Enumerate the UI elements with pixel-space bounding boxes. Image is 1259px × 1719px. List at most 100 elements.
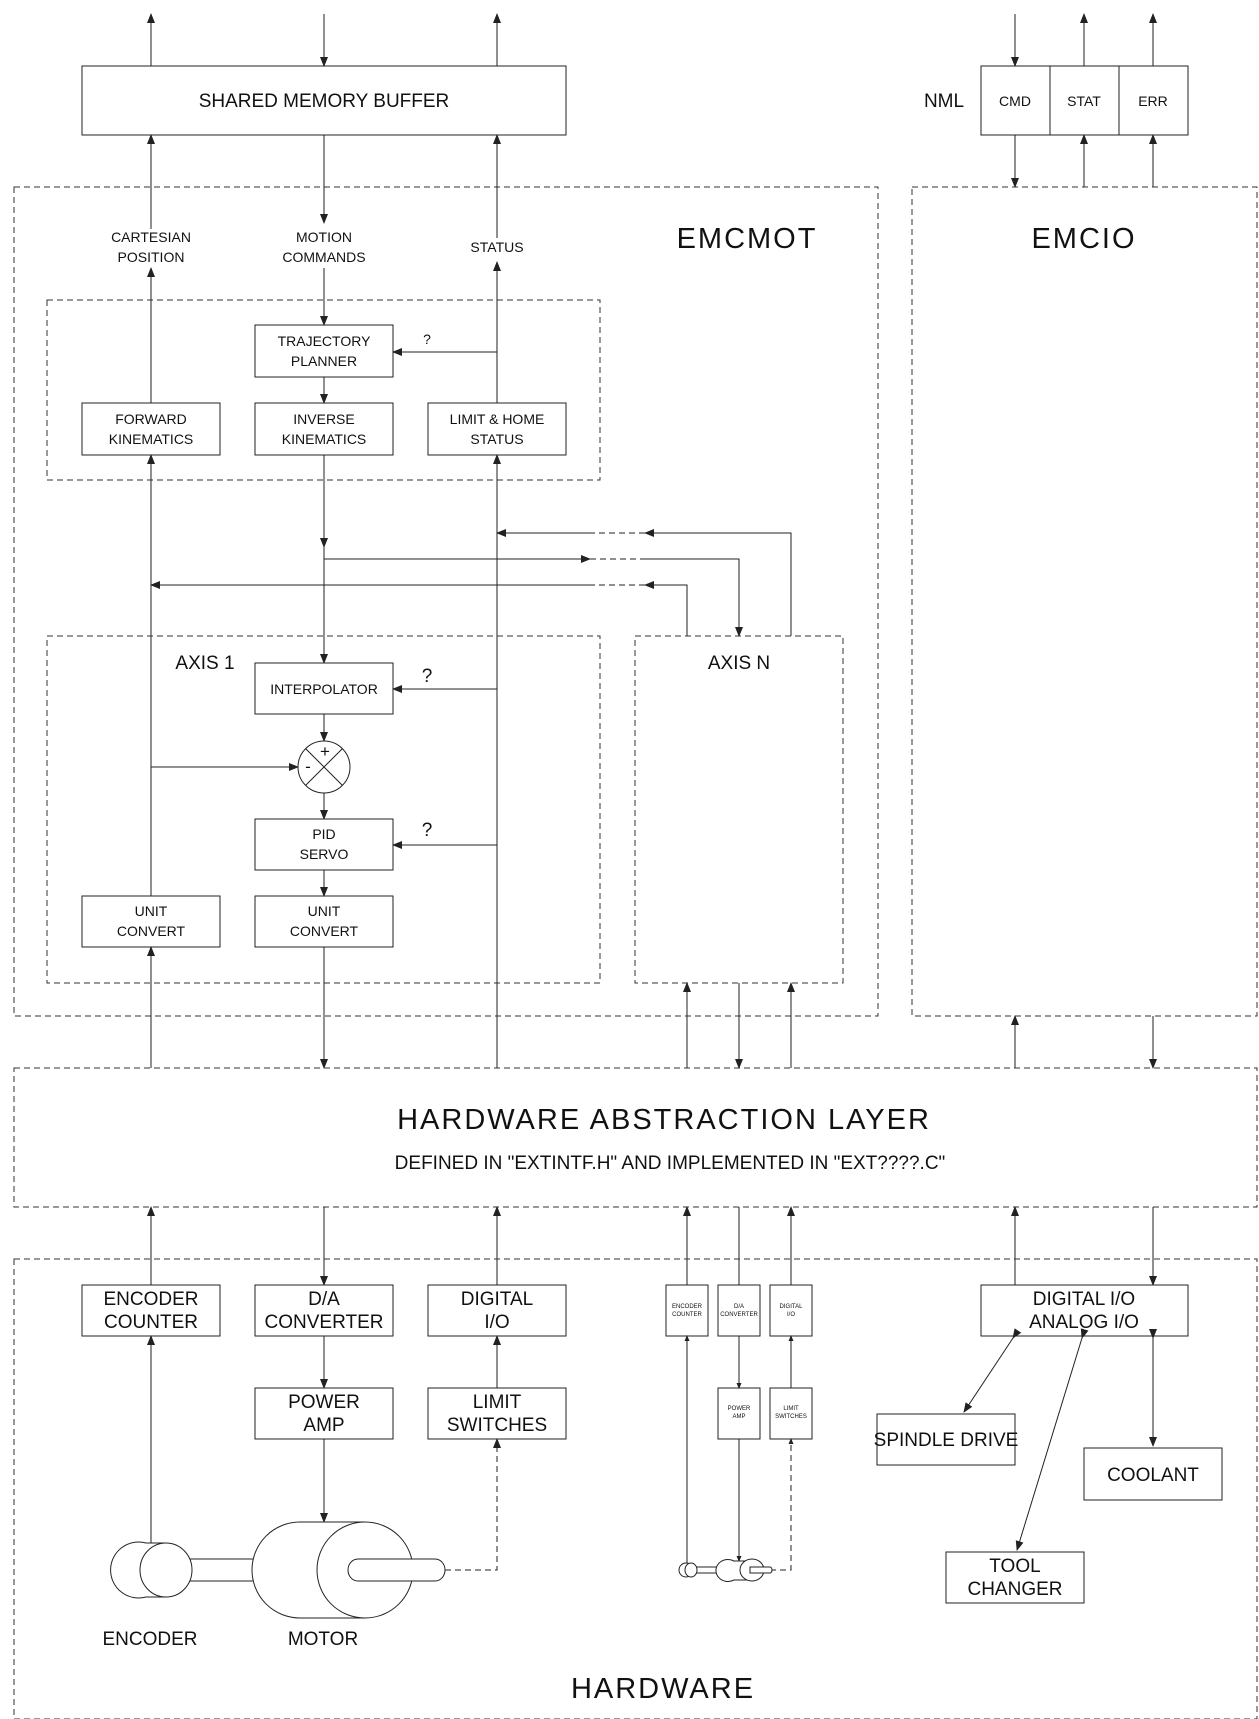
trajectory-planner-label-2: PLANNER xyxy=(291,353,357,369)
summing-junction: + - xyxy=(297,740,351,794)
trajectory-question: ? xyxy=(423,331,431,347)
tool-changer-label-1: TOOL xyxy=(989,1556,1040,1577)
small-amp-label-1: POWER xyxy=(728,1406,751,1412)
encoder-counter-box: ENCODER COUNTER xyxy=(81,1284,221,1337)
power-amp-box: POWER AMP xyxy=(254,1387,394,1440)
forward-kinematics-label-1: FORWARD xyxy=(115,411,187,427)
cartesian-label-1: CARTESIAN xyxy=(111,229,191,245)
emcmot-region xyxy=(13,186,879,1017)
power-amp-label-1: POWER xyxy=(288,1392,360,1413)
small-encoder-motor-drawing xyxy=(678,1558,773,1582)
pid-question: ? xyxy=(422,820,433,841)
inverse-kinematics-box: INVERSE KINEMATICS xyxy=(254,402,394,456)
pid-label-2: SERVO xyxy=(300,846,349,862)
encoder-counter-label-1: ENCODER xyxy=(103,1289,198,1310)
cartesian-label-2: POSITION xyxy=(118,249,185,265)
small-da-converter-box: D/A CONVERTER xyxy=(717,1284,761,1337)
small-da-label-2: CONVERTER xyxy=(720,1312,758,1318)
dio-analog-label-2: ANALOG I/O xyxy=(1029,1312,1139,1333)
interpolator-box: INTERPOLATOR xyxy=(254,662,394,715)
unit-left-label-2: CONVERT xyxy=(117,923,186,939)
unit-left-label-1: UNIT xyxy=(135,903,168,919)
small-amp-label-2: AMP xyxy=(732,1414,745,1420)
arrow-dio-tool-changer xyxy=(1015,1328,1089,1551)
trajectory-planner-box: TRAJECTORY PLANNER xyxy=(254,324,394,378)
trajectory-planner-label-1: TRAJECTORY xyxy=(278,333,371,349)
nml-label: NML xyxy=(924,91,964,112)
small-dio-label-1: DIGITAL xyxy=(780,1304,804,1310)
arrow-axisn-position-a xyxy=(644,581,688,636)
axis1-title: AXIS 1 xyxy=(175,653,234,674)
encoder-counter-label-2: COUNTER xyxy=(104,1312,198,1333)
nml-channels: CMD STAT ERR xyxy=(980,65,1189,136)
limit-home-label-2: STATUS xyxy=(470,431,523,447)
pid-servo-box: PID SERVO xyxy=(254,818,394,871)
spindle-drive-box: SPINDLE DRIVE xyxy=(874,1413,1019,1466)
summing-plus: + xyxy=(320,742,330,761)
da-label-1: D/A xyxy=(308,1289,340,1310)
digital-io-label-2: I/O xyxy=(484,1312,509,1333)
nml-err: ERR xyxy=(1138,93,1168,109)
forward-kinematics-box: FORWARD KINEMATICS xyxy=(81,402,221,456)
arrow-axisn-status-a xyxy=(644,529,792,636)
small-switches-label-1: LIMIT xyxy=(783,1406,799,1412)
arrow-dio-spindle xyxy=(963,1328,1022,1413)
power-amp-label-2: AMP xyxy=(303,1415,344,1436)
limit-home-status-box: LIMIT & HOME STATUS xyxy=(427,402,567,456)
da-converter-box: D/A CONVERTER xyxy=(254,1284,394,1337)
inverse-kinematics-label-1: INVERSE xyxy=(293,411,354,427)
coolant-label: COOLANT xyxy=(1107,1465,1199,1486)
encoder-label: ENCODER xyxy=(102,1629,197,1650)
coolant-box: COOLANT xyxy=(1083,1447,1223,1501)
inverse-kinematics-label-2: KINEMATICS xyxy=(282,431,367,447)
small-limit-switches-box: LIMIT SWITCHES xyxy=(769,1387,813,1440)
limit-switches-label-1: LIMIT xyxy=(473,1392,522,1413)
unit-right-label-2: CONVERT xyxy=(290,923,359,939)
encoder-motor-drawing xyxy=(110,1521,446,1619)
pid-label-1: PID xyxy=(312,826,335,842)
hardware-region xyxy=(13,1258,1258,1719)
small-digital-io-box: DIGITAL I/O xyxy=(769,1284,813,1337)
spindle-drive-label: SPINDLE DRIVE xyxy=(874,1430,1019,1451)
motor-label: MOTOR xyxy=(288,1629,358,1650)
digital-analog-io-box: DIGITAL I/O ANALOG I/O xyxy=(980,1284,1189,1337)
summing-minus: - xyxy=(305,757,311,776)
limit-switches-box: LIMIT SWITCHES xyxy=(427,1387,567,1440)
interpolator-question: ? xyxy=(422,666,433,687)
nml-stat: STAT xyxy=(1067,93,1101,109)
arrow-inverse-to-axisn-b xyxy=(640,558,743,637)
arrow-motor-to-switches xyxy=(445,1438,501,1571)
tool-changer-label-2: CHANGER xyxy=(967,1579,1062,1600)
shared-memory-buffer: SHARED MEMORY BUFFER xyxy=(81,65,567,136)
motion-commands-label-2: COMMANDS xyxy=(282,249,365,265)
axisn-title: AXIS N xyxy=(708,653,770,674)
tool-changer-box: TOOL CHANGER xyxy=(945,1551,1085,1604)
shared-memory-label: SHARED MEMORY BUFFER xyxy=(199,91,450,112)
unit-convert-right-box: UNIT CONVERT xyxy=(254,895,394,948)
axisn-region xyxy=(634,635,844,984)
digital-io-box: DIGITAL I/O xyxy=(427,1284,567,1337)
hal-subtitle: DEFINED IN "EXTINTF.H" AND IMPLEMENTED I… xyxy=(395,1153,946,1174)
digital-io-label-1: DIGITAL xyxy=(461,1289,534,1310)
emcio-region xyxy=(911,186,1258,1017)
motion-commands-label-1: MOTION xyxy=(296,229,352,245)
interpolator-label: INTERPOLATOR xyxy=(270,681,378,697)
nml-cmd: CMD xyxy=(999,93,1031,109)
da-label-2: CONVERTER xyxy=(265,1312,384,1333)
hal-title: HARDWARE ABSTRACTION LAYER xyxy=(397,1104,931,1136)
hardware-title: HARDWARE xyxy=(571,1673,755,1705)
limit-home-label-1: LIMIT & HOME xyxy=(450,411,545,427)
small-power-amp-box: POWER AMP xyxy=(717,1387,761,1440)
emcio-title: EMCIO xyxy=(1031,223,1136,255)
emcmot-title: EMCMOT xyxy=(677,223,818,255)
forward-kinematics-label-2: KINEMATICS xyxy=(109,431,194,447)
hal-region xyxy=(13,1067,1258,1208)
small-switches-label-2: SWITCHES xyxy=(775,1414,807,1420)
dio-analog-label-1: DIGITAL I/O xyxy=(1033,1289,1135,1310)
small-encoder-label-1: ENCODER xyxy=(672,1304,703,1310)
small-da-label-1: D/A xyxy=(734,1304,744,1310)
limit-switches-label-2: SWITCHES xyxy=(447,1415,547,1436)
small-dio-label-2: I/O xyxy=(787,1312,795,1318)
arrow-small-motor-to-switches xyxy=(770,1438,794,1571)
